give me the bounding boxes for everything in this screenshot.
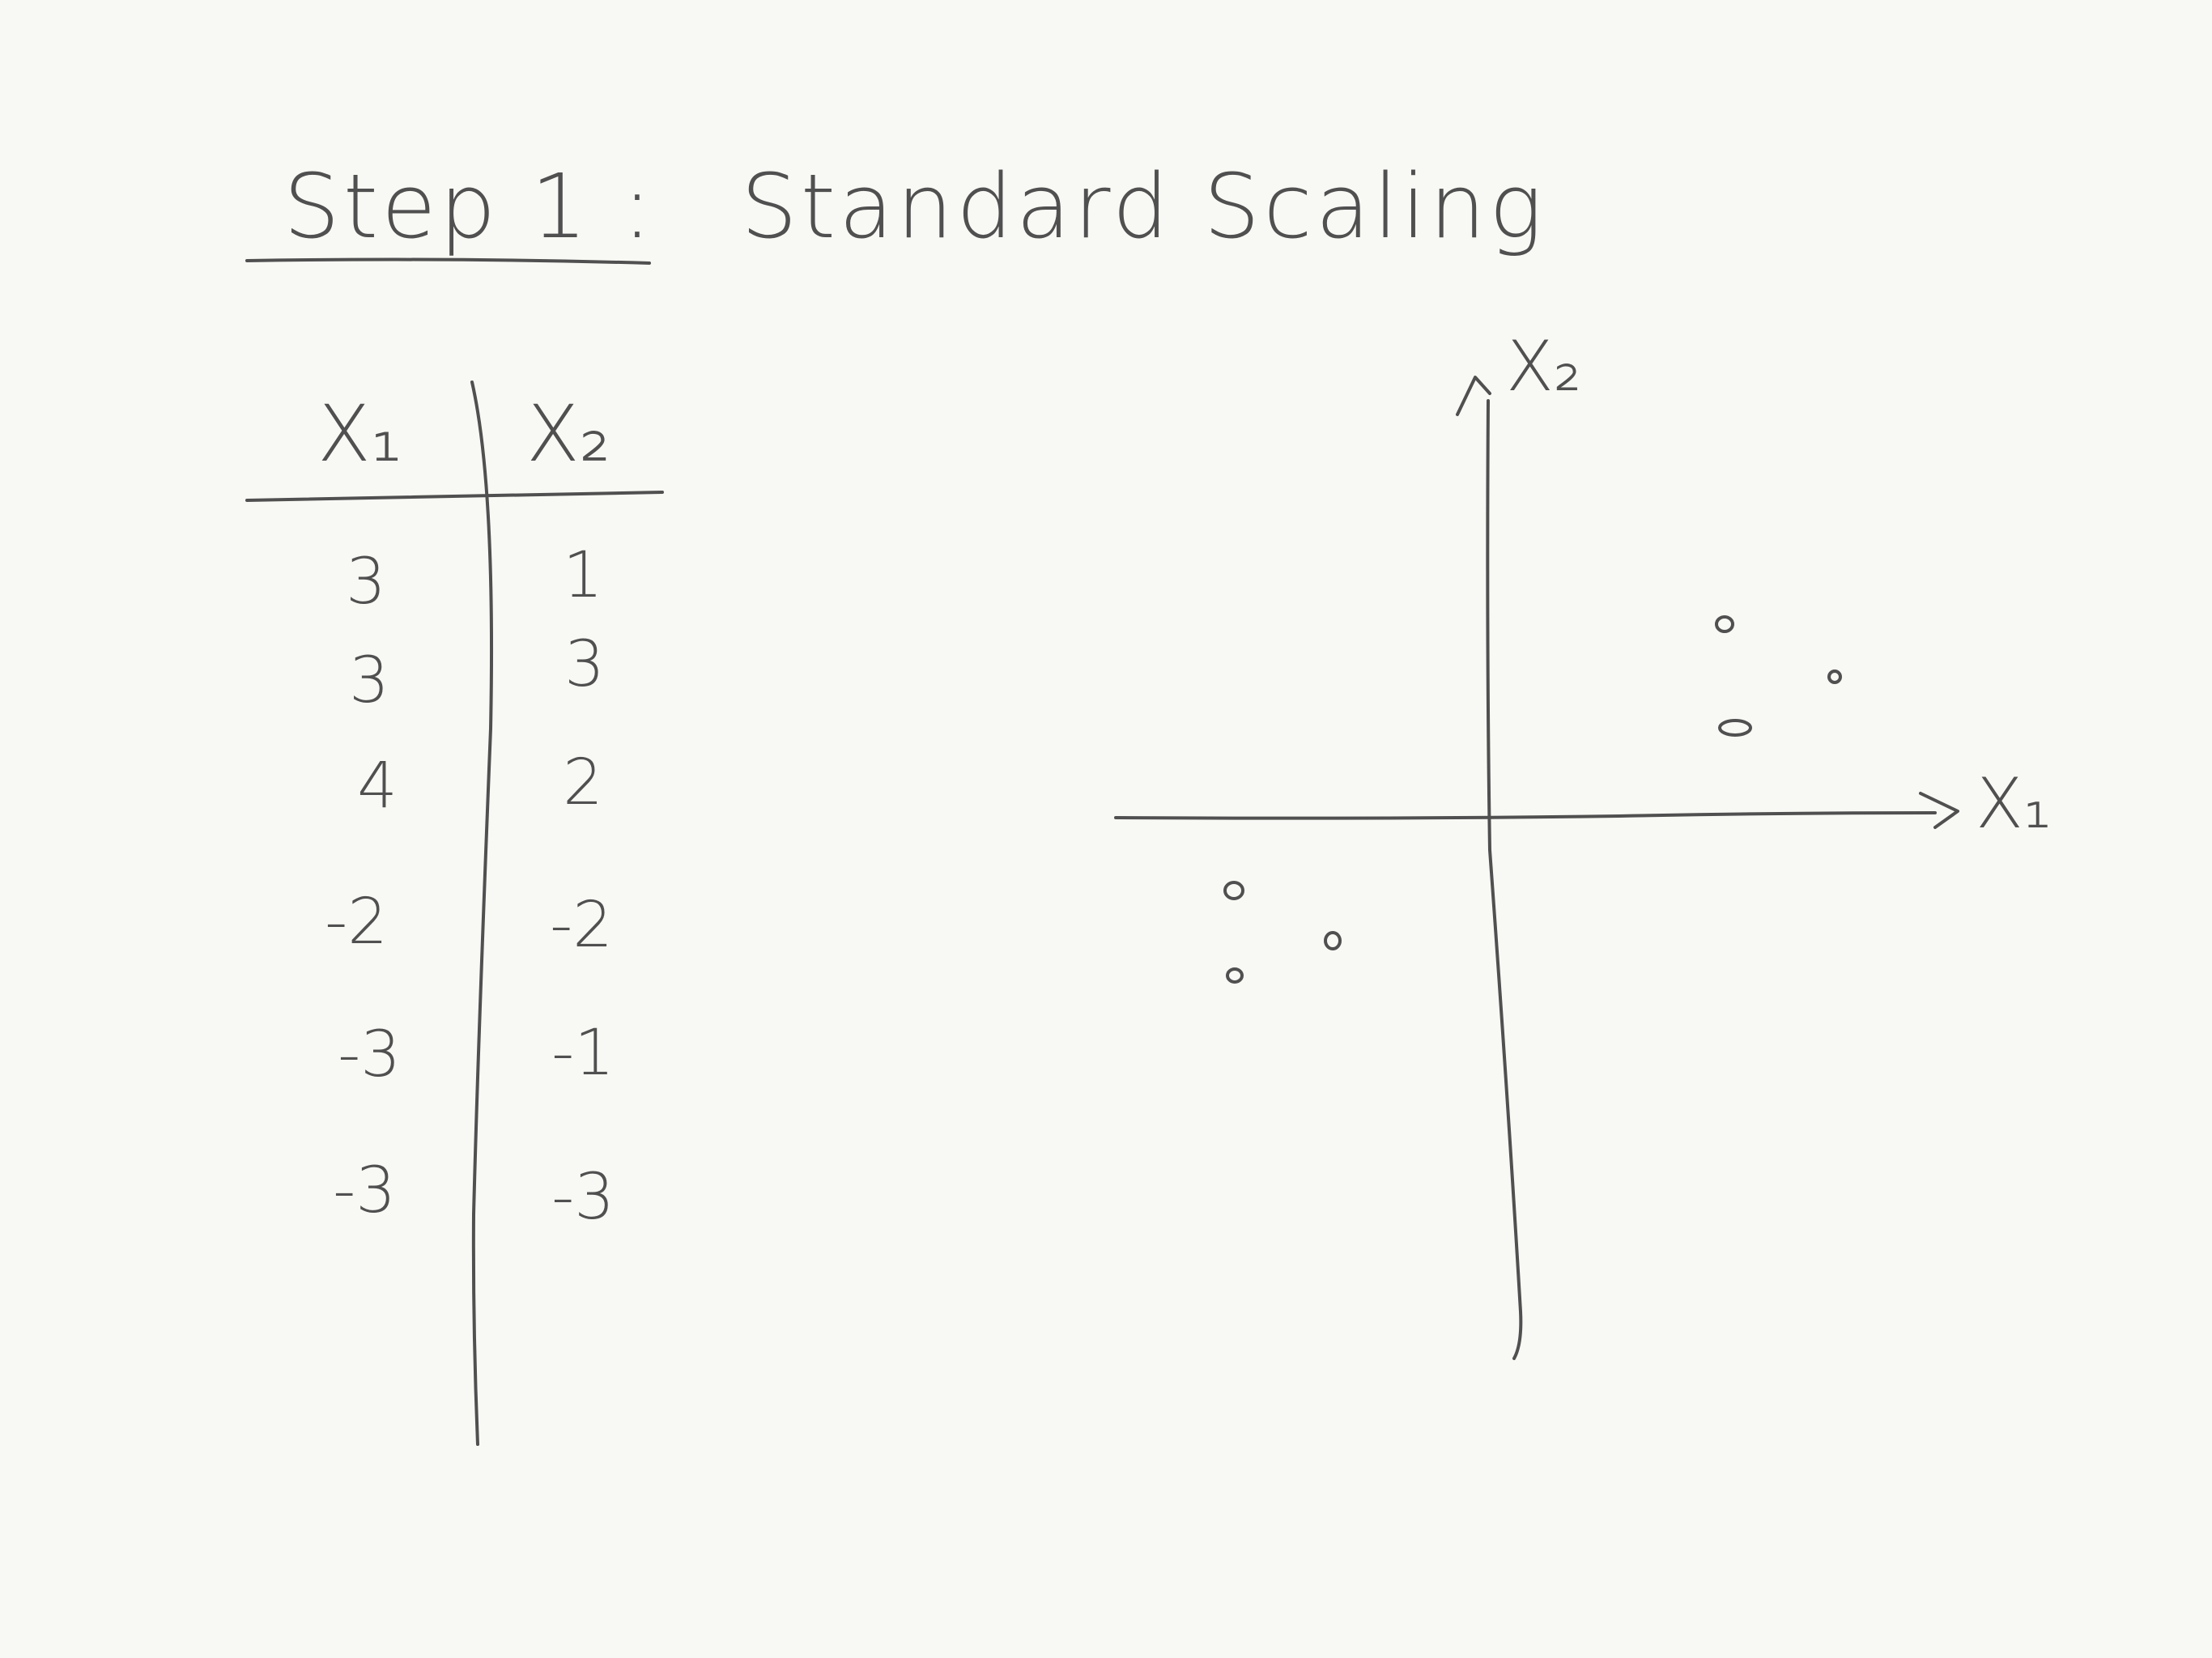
data-point-5: [1324, 931, 1342, 950]
y-axis-arrowhead: [1456, 376, 1491, 416]
table-cell-r0-x1: 3: [346, 546, 386, 619]
data-point-1: [1718, 719, 1752, 737]
page-title: Standard Scaling: [741, 155, 1546, 258]
table-cell-r5-x2: -3: [551, 1161, 615, 1234]
data-points: [1223, 615, 1842, 984]
table-cell-r1-x2: 3: [564, 628, 605, 701]
table-cell-r2-x2: 2: [563, 746, 603, 819]
x-axis-line: [1114, 811, 1937, 820]
data-point-0: [1715, 615, 1734, 633]
table-cell-r0-x2: 1: [563, 539, 603, 612]
table-cell-r1-x1: 3: [349, 644, 389, 717]
table-header-rule: [245, 491, 664, 502]
table-cell-r4-x2: -1: [551, 1017, 615, 1090]
y-axis-line: [1486, 399, 1523, 1360]
table-cell-r3-x2: -2: [550, 889, 613, 962]
table-column-divider: [470, 380, 494, 1446]
data-point-4: [1226, 967, 1244, 984]
table-header-x1: X₁: [317, 389, 402, 479]
table-cell-r5-x1: -3: [333, 1154, 396, 1227]
x-axis-label: X₁: [1976, 763, 2052, 844]
table-cell-r4-x1: -3: [338, 1018, 401, 1091]
x-axis-arrowhead: [1919, 792, 1959, 829]
table-header-x2: X₂: [526, 389, 611, 479]
data-point-3: [1223, 881, 1244, 900]
y-axis-label: X₂: [1506, 326, 1582, 407]
table-cell-r3-x1: -2: [325, 886, 388, 959]
table-cell-r2-x1: 4: [357, 750, 398, 823]
title-underline: [245, 257, 651, 265]
step-label: Step 1 :: [283, 155, 656, 258]
data-point-2: [1827, 670, 1842, 684]
